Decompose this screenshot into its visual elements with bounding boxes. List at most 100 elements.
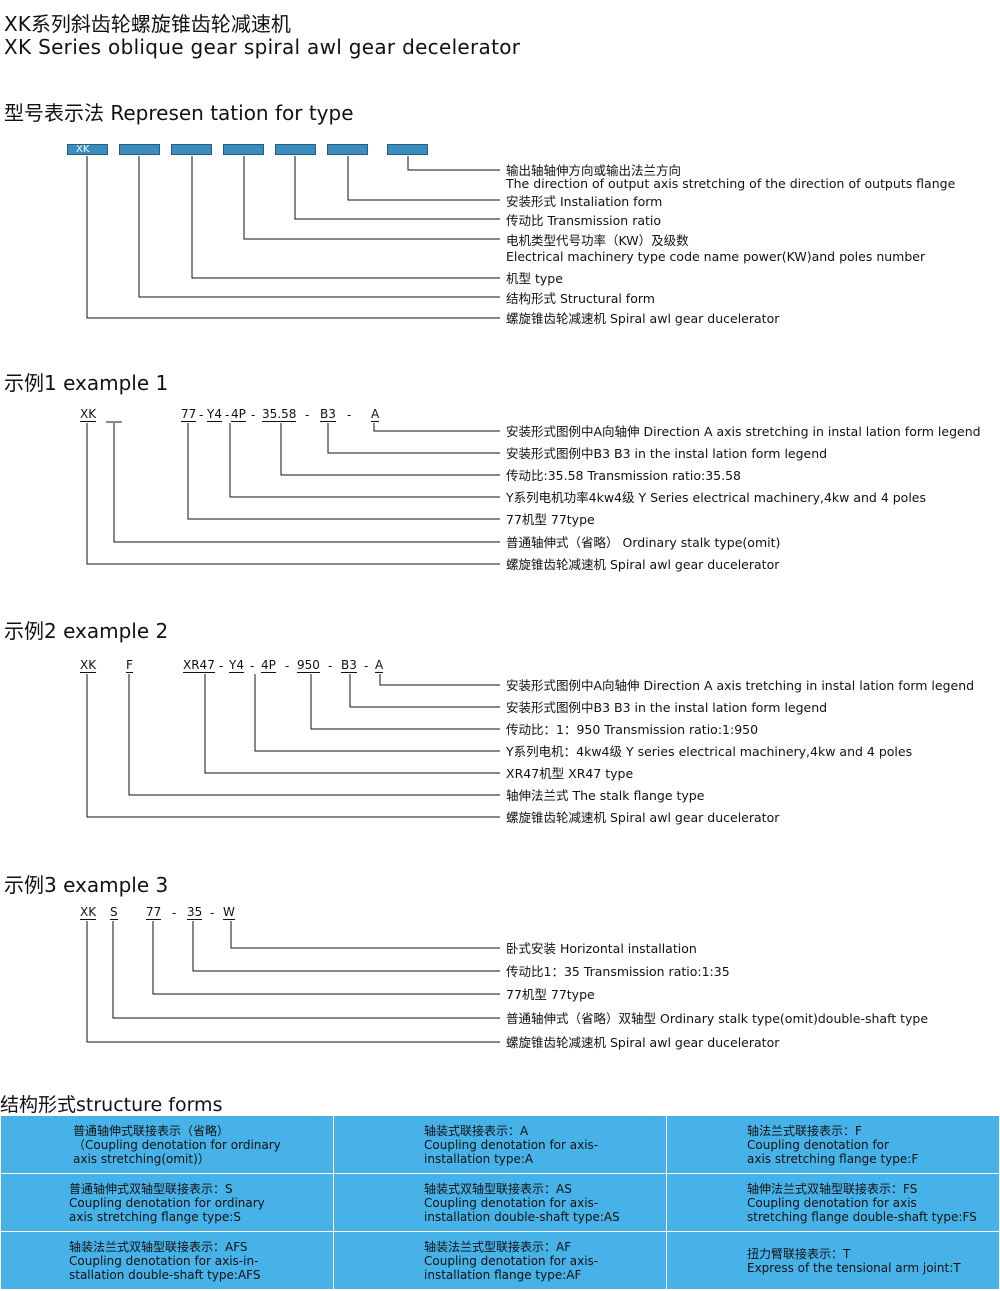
- structure-heading: 结构形式structure forms: [0, 1094, 223, 1116]
- type-heading: 型号表示法 Represen tation for type: [4, 101, 354, 125]
- example2-heading: 示例2 example 2: [4, 619, 169, 643]
- example1-label-decelerator: 螺旋锥齿轮减速机 Spiral awl gear ducelerator: [506, 557, 780, 572]
- ex3-line-horizontal: [230, 921, 500, 949]
- type-box-structural-form: [119, 144, 160, 155]
- example2-code-12: A: [375, 658, 384, 673]
- ex2-line-motor: [254, 674, 500, 752]
- ex2-line-direction: [379, 674, 500, 686]
- ex3-line-stalk: [112, 921, 500, 1019]
- example3-code-2: 77: [146, 905, 162, 920]
- type-box-motor: [223, 144, 264, 155]
- ex1-line-install: [327, 423, 500, 454]
- ex1-line-type: [187, 423, 500, 520]
- example3-label-ratio: 传动比1：35 Transmission ratio:1:35: [506, 964, 730, 979]
- example1-code-8: -: [305, 408, 310, 422]
- example2-code-10: B3: [341, 658, 357, 673]
- example3-label-type: 77机型 77type: [506, 987, 595, 1002]
- example3-code-5: -: [210, 906, 215, 920]
- title-english: XK Series oblique gear spiral awl gear d…: [4, 35, 521, 59]
- example1-heading: 示例1 example 1: [4, 371, 169, 395]
- example3-heading: 示例3 example 3: [4, 873, 169, 897]
- example3-label-decelerator: 螺旋锥齿轮减速机 Spiral awl gear ducelerator: [506, 1035, 780, 1050]
- example2-code-4: Y4: [229, 658, 244, 673]
- type-label-install-form: 安装形式 Instaliation form: [506, 194, 663, 209]
- type-box-ratio: [275, 144, 316, 155]
- example1-code-11: A: [371, 407, 380, 422]
- example3-label-stalk: 普通轴伸式（省略）双轴型 Ordinary stalk type(omit)do…: [506, 1011, 929, 1026]
- example3-code-1: S: [110, 905, 118, 920]
- example3-code-0: XK: [80, 905, 97, 920]
- type-label-ratio: 传动比 Transmission ratio: [506, 213, 662, 228]
- example2-label-direction: 安装形式图例中A向轴伸 Direction A axis tretching i…: [506, 678, 975, 693]
- example2-label-motor: Y系列电机：4kw4级 Y series electrical machiner…: [506, 744, 913, 759]
- type-line-decelerator: [86, 156, 500, 319]
- ex1-line-stalk: [113, 423, 500, 543]
- example1-code-5: 4P: [231, 407, 246, 422]
- example1-code-1: 77: [181, 407, 197, 422]
- type-line-install: [347, 156, 500, 201]
- type-label-direction-en: The direction of output axis stretching …: [506, 176, 956, 191]
- connector-lines: [86, 156, 500, 1043]
- example1-label-direction: 安装形式图例中A向轴伸 Direction A axis stretching …: [506, 424, 981, 439]
- type-line-motor: [243, 156, 500, 240]
- ex3-line-decelerator: [86, 921, 500, 1043]
- type-label-motor-en: Electrical machinery type code name powe…: [506, 249, 926, 264]
- type-label-structural-form: 结构形式 Structural form: [506, 291, 655, 306]
- type-box-xk: XK: [67, 144, 108, 155]
- example2-code-5: -: [250, 659, 255, 673]
- example1-label-type: 77机型 77type: [506, 512, 595, 527]
- example1-code-10: -: [347, 408, 352, 422]
- example1-code-4: -: [225, 408, 230, 422]
- ex1-line-direction: [373, 423, 500, 432]
- ex1-line-motor: [229, 423, 500, 498]
- example2-label-flange: 轴伸法兰式 The stalk flange type: [506, 788, 705, 803]
- example2-code-7: -: [285, 659, 290, 673]
- type-line-structural: [138, 156, 500, 298]
- structure-cell-ordinary: 普通轴伸式联接表示（省略）（Coupling denotation for or…: [0, 1115, 334, 1174]
- ex2-line-type: [204, 674, 500, 774]
- example1-code-2: -: [199, 408, 204, 422]
- ex2-line-decelerator: [86, 674, 500, 818]
- structure-forms-table: 普通轴伸式联接表示（省略）（Coupling denotation for or…: [0, 1115, 1000, 1290]
- example2-code-3: -: [219, 659, 224, 673]
- example3-label-horizontal: 卧式安装 Horizontal installation: [506, 941, 697, 956]
- type-label-motor-cn: 电机类型代号功率（KW）及级数: [506, 233, 689, 248]
- ex1-line-decelerator: [86, 423, 500, 565]
- ex2-line-install: [349, 674, 500, 708]
- example1-code-9: B3: [320, 407, 336, 422]
- example1-code-0: XK: [80, 407, 97, 422]
- ex3-line-type: [152, 921, 500, 995]
- type-box-direction: [387, 144, 428, 155]
- example3-code-3: -: [172, 906, 177, 920]
- example2-label-type: XR47机型 XR47 type: [506, 766, 634, 781]
- ex2-line-ratio: [310, 674, 500, 730]
- example2-code-9: -: [328, 659, 333, 673]
- type-box-type: [171, 144, 212, 155]
- type-line-type: [191, 156, 500, 279]
- example1-code-6: -: [251, 408, 256, 422]
- type-line-direction: [407, 156, 500, 171]
- example1-code-7: 35.58: [262, 407, 297, 422]
- title-chinese: XK系列斜齿轮螺旋锥齿轮减速机: [4, 12, 291, 36]
- example1-label-stalk: 普通轴伸式（省略） Ordinary stalk type(omit): [506, 535, 781, 550]
- example1-label-ratio: 传动比:35.58 Transmission ratio:35.58: [506, 468, 742, 483]
- example2-code-6: 4P: [261, 658, 276, 673]
- example2-code-1: F: [126, 658, 133, 673]
- example2-code-2: XR47: [183, 658, 215, 673]
- example2-code-11: -: [364, 659, 369, 673]
- type-line-ratio: [294, 156, 500, 220]
- example2-label-ratio: 传动比：1：950 Transmission ratio:1:950: [506, 722, 759, 737]
- type-label-decelerator: 螺旋锥齿轮减速机 Spiral awl gear ducelerator: [506, 311, 780, 326]
- ex2-line-flange: [128, 674, 500, 796]
- example1-code-3: Y4: [207, 407, 222, 422]
- type-label-type: 机型 type: [506, 271, 563, 286]
- example2-label-decelerator: 螺旋锥齿轮减速机 Spiral awl gear ducelerator: [506, 810, 780, 825]
- type-box-install-form: [327, 144, 368, 155]
